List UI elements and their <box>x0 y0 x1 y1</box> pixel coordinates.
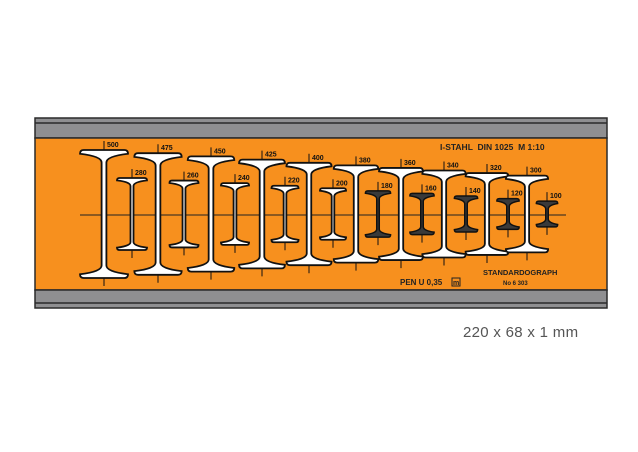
beam-profile-220 <box>270 184 300 244</box>
beam-size-label: 300 <box>530 168 542 175</box>
beam-size-label: 260 <box>187 173 199 180</box>
beam-profile-240 <box>220 182 250 246</box>
beam-profile-120 <box>496 197 520 231</box>
beam-profile-280 <box>116 177 148 251</box>
beam-profile-380 <box>332 164 380 264</box>
beam-size-label: 380 <box>359 157 371 164</box>
beam-size-label: 100 <box>550 193 562 200</box>
pen-mark-box <box>451 277 461 287</box>
beam-profile-450 <box>186 155 236 273</box>
bottom-grey-band <box>34 289 608 309</box>
beam-size-label: 220 <box>288 178 300 185</box>
beam-profile-160 <box>409 192 435 236</box>
beam-size-label: 240 <box>238 175 250 182</box>
beam-profile-425 <box>238 158 286 270</box>
pen-mark: m <box>453 280 459 287</box>
beam-size-label: 180 <box>381 183 393 190</box>
beam-size-label: 500 <box>107 142 119 149</box>
beam-size-label: 360 <box>404 160 416 167</box>
beam-profile-100 <box>535 200 559 228</box>
beam-profile-180 <box>364 190 392 238</box>
beam-size-label: 120 <box>511 191 523 198</box>
beam-profile-200 <box>319 187 347 241</box>
pen-label: PEN U 0,35 <box>400 278 443 287</box>
beam-size-label: 140 <box>469 188 481 195</box>
beam-profile-500 <box>79 149 129 279</box>
top-grey-band <box>34 117 608 139</box>
beam-size-label: 475 <box>161 145 173 152</box>
beam-profile-140 <box>453 195 479 233</box>
beam-size-label: 450 <box>214 148 226 155</box>
beam-size-label: 320 <box>490 165 502 172</box>
beam-profile-260 <box>168 179 200 249</box>
beam-size-label: 200 <box>336 180 348 187</box>
beam-size-label: 340 <box>447 162 459 169</box>
beam-size-label: 400 <box>312 155 324 162</box>
model-number: No 6 303 <box>503 281 528 287</box>
beam-size-label: 160 <box>425 185 437 192</box>
stencil-title: I-STAHL DIN 1025 M 1:10 <box>440 142 545 152</box>
beam-size-label: 280 <box>135 170 147 177</box>
beam-size-label: 425 <box>265 152 277 159</box>
beam-profile-400 <box>285 161 333 267</box>
beam-profile-300 <box>504 174 550 254</box>
brand-label: STANDARDOGRAPH <box>483 268 557 277</box>
beam-profile-475 <box>133 152 183 276</box>
dimensions-caption: 220 x 68 x 1 mm <box>463 324 579 341</box>
